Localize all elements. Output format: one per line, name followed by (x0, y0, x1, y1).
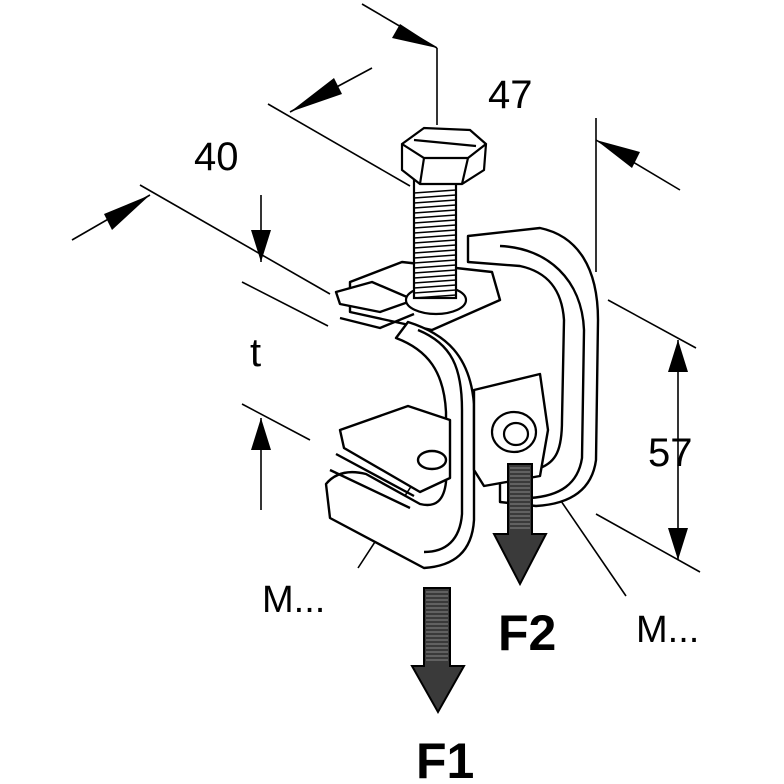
clamp-top-slot (334, 280, 416, 314)
clamp-front-strap-inner (417, 328, 464, 554)
dim-t-ext-top (241, 281, 329, 327)
clamp-back-plate (466, 226, 600, 508)
dim-40-line-a (267, 103, 411, 187)
bolt-thread-line (413, 264, 457, 269)
bolt-thread-line (413, 284, 457, 289)
arrow-57-bottom (668, 528, 688, 560)
bolt-thread-line (413, 254, 457, 259)
bolt-thread-line (413, 204, 457, 209)
bolt-thread-line (413, 249, 457, 254)
force-arrow-f1 (410, 587, 466, 715)
thread-label-left: M... (262, 579, 325, 621)
bolt-thread-line (413, 229, 457, 234)
dim-57-ext-top (607, 299, 697, 349)
bolt-thread-line (413, 234, 457, 239)
dim-label-t: t (250, 331, 261, 375)
bolt-hex-top (401, 143, 487, 185)
force-arrow-hatching (426, 467, 530, 661)
bolt-thread-line (413, 214, 457, 219)
force-label-f2: F2 (498, 605, 556, 661)
bolt-thread-line (413, 269, 457, 274)
force-arrows (410, 463, 548, 715)
arrow-47-right (596, 140, 640, 168)
jaw-hole (416, 449, 448, 471)
bolt-thread-line (413, 244, 457, 249)
arrow-57-top (668, 340, 688, 372)
dimension-arrowheads (104, 24, 688, 560)
bolt-thread-line (413, 189, 457, 194)
thread-label-right: M... (636, 609, 699, 651)
arrow-40-top (290, 78, 342, 112)
side-set-screw (490, 410, 538, 454)
bolt-thread-line (413, 199, 457, 204)
bolt-thread-line (413, 239, 457, 244)
bolt-thread-line (413, 279, 457, 284)
dim-label-40: 40 (194, 135, 239, 179)
clamp-body (324, 226, 600, 570)
dim-t-ext-bottom (241, 403, 311, 441)
force-label-f1: F1 (416, 733, 474, 784)
dim-label-57: 57 (648, 431, 693, 475)
dim-40-ext-left (139, 184, 331, 295)
clamp-outer-curve (499, 244, 586, 500)
bolt-thread-line (413, 219, 457, 224)
bolt-hex-head (400, 126, 488, 186)
bolt-slot (413, 138, 477, 148)
bolt-thread-line (413, 289, 457, 294)
bolt-thread-line (413, 194, 457, 199)
arrow-t-bottom (251, 418, 271, 450)
clamp-top-slot-2 (339, 312, 415, 330)
clamp-bottom-jaw (338, 404, 452, 494)
bolt-thread-line (413, 259, 457, 264)
side-screw-inner (502, 421, 530, 447)
arrow-47-left (392, 24, 437, 48)
arrow-t-top (251, 230, 271, 262)
bolt-threads (413, 189, 457, 299)
clamp-bottom-jaw-lip (329, 452, 415, 510)
bolt-thread-line (413, 294, 457, 299)
dim-57-ext-bottom (595, 513, 701, 573)
bolt-thread-line (413, 274, 457, 279)
arrow-40-left (104, 195, 150, 230)
bolt-thread-line (413, 209, 457, 214)
dim-label-47: 47 (488, 73, 533, 117)
bolt-thread-line (413, 224, 457, 229)
